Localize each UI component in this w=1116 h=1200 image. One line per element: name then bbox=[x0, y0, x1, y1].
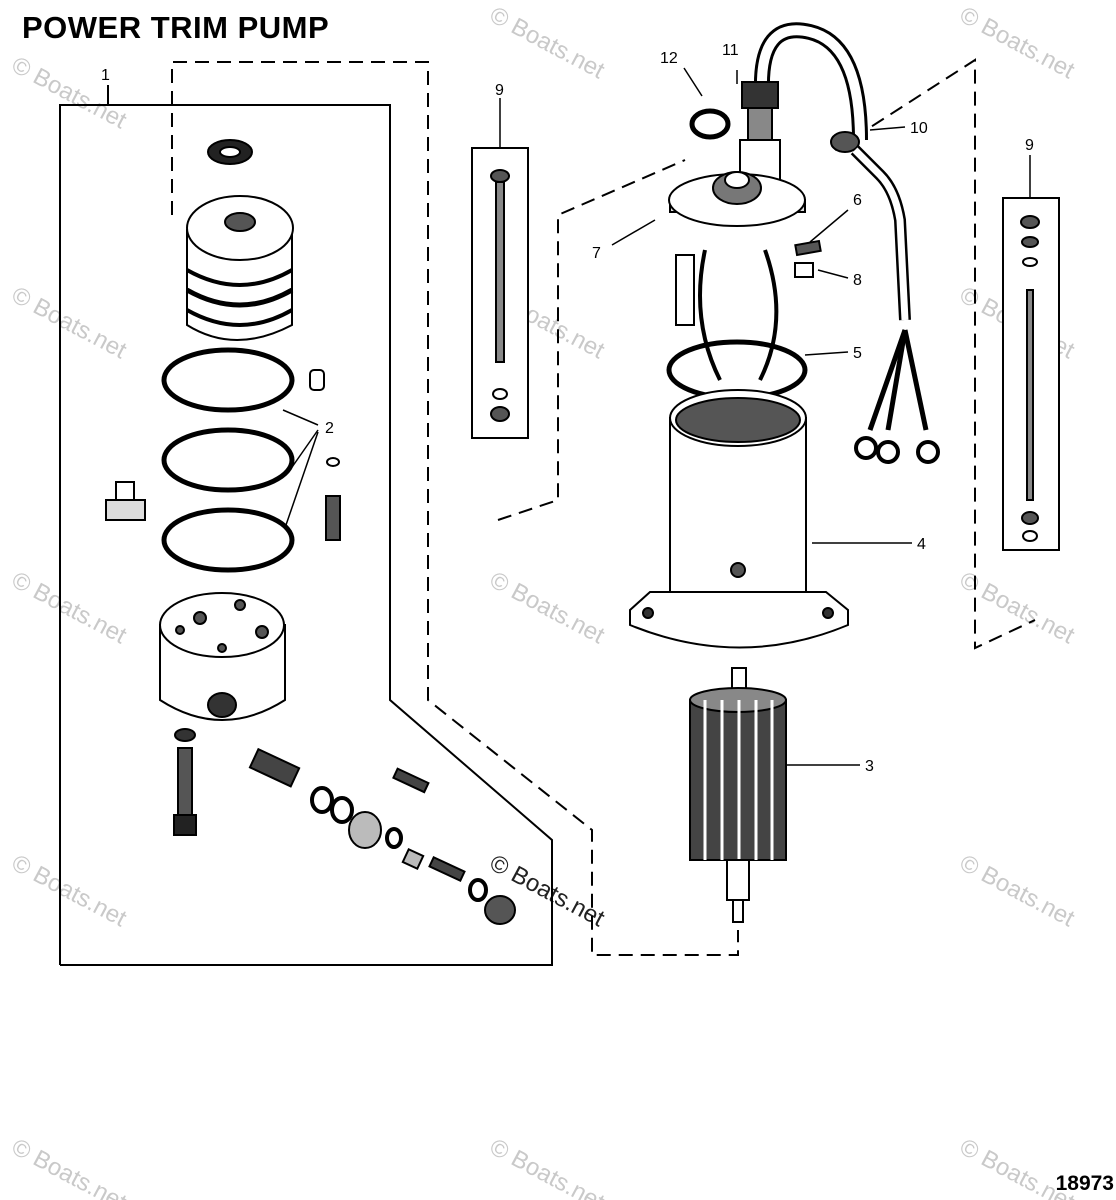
callout-9-left: 9 bbox=[495, 82, 504, 99]
callout-4: 4 bbox=[917, 536, 926, 553]
watermark: © Boats.net bbox=[955, 1, 1079, 84]
callout-12: 12 bbox=[660, 50, 678, 67]
diagram-title: POWER TRIM PUMP bbox=[22, 10, 330, 45]
watermark: © Boats.net bbox=[7, 849, 131, 932]
leader-lines bbox=[282, 67, 1031, 766]
callout-5: 5 bbox=[853, 345, 862, 362]
alignment-lines bbox=[171, 58, 1036, 956]
through-bolt-left bbox=[471, 147, 529, 439]
watermark: © Boats.net bbox=[7, 281, 131, 364]
through-bolt-right bbox=[1002, 197, 1060, 551]
watermark: © Boats.net bbox=[485, 1133, 609, 1200]
watermark: © Boats.net bbox=[485, 566, 609, 649]
callout-9-right: 9 bbox=[1025, 137, 1034, 154]
callout-1: 1 bbox=[101, 67, 110, 84]
callout-6: 6 bbox=[853, 192, 862, 209]
drawing-number: 18973 bbox=[1055, 1172, 1114, 1195]
watermark: © Boats.net bbox=[955, 566, 1079, 649]
motor-parts bbox=[629, 22, 940, 923]
callout-3: 3 bbox=[865, 758, 874, 775]
watermark: © Boats.net bbox=[485, 1, 609, 84]
watermark: © Boats.net bbox=[7, 51, 131, 134]
watermark: © Boats.net bbox=[955, 849, 1079, 932]
callout-7: 7 bbox=[592, 245, 601, 262]
pump-assembly-bracket bbox=[59, 85, 553, 966]
callout-8: 8 bbox=[853, 272, 862, 289]
callout-11: 11 bbox=[722, 42, 739, 59]
callout-2: 2 bbox=[325, 420, 334, 437]
callouts: 1 2 3 4 5 6 7 8 9 9 10 11 12 bbox=[101, 42, 1034, 775]
watermarks: © Boats.net © Boats.net © Boats.net © Bo… bbox=[7, 1, 1079, 1200]
callout-10: 10 bbox=[910, 120, 928, 137]
watermark: © Boats.net bbox=[7, 566, 131, 649]
watermark: © Boats.net bbox=[7, 1133, 131, 1200]
pump-parts bbox=[105, 139, 516, 925]
